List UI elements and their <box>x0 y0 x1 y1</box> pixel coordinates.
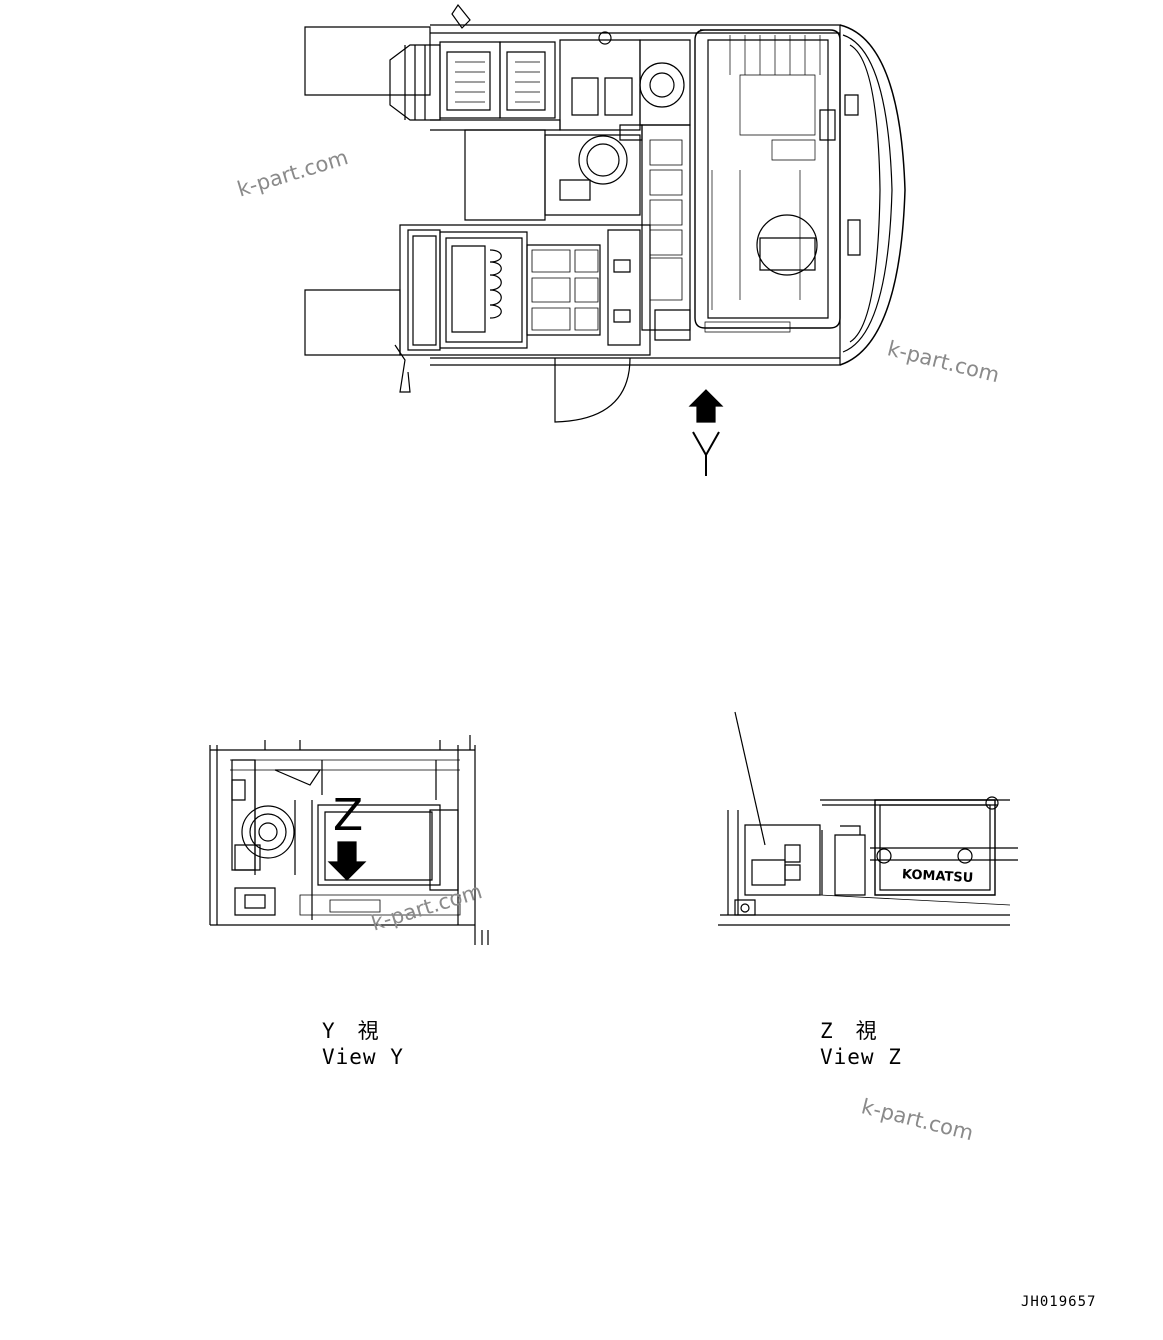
drawing-id: JH019657 <box>1021 1294 1097 1310</box>
view-y-label-en: View Y <box>322 1045 404 1069</box>
view-z-drawing: KOMATSU <box>718 711 1018 926</box>
view-y-direction-arrow <box>688 389 724 423</box>
view-z-direction-arrow <box>327 841 367 881</box>
view-z-label-jp: Z 視 <box>820 1019 878 1043</box>
top-plan-view <box>304 3 906 476</box>
brand-plate: KOMATSU <box>902 867 974 886</box>
view-z-callout: Z <box>333 790 364 841</box>
view-z-label-en: View Z <box>820 1045 902 1069</box>
view-y-label-jp: Y 視 <box>322 1019 380 1043</box>
view-y-drawing <box>209 735 489 945</box>
